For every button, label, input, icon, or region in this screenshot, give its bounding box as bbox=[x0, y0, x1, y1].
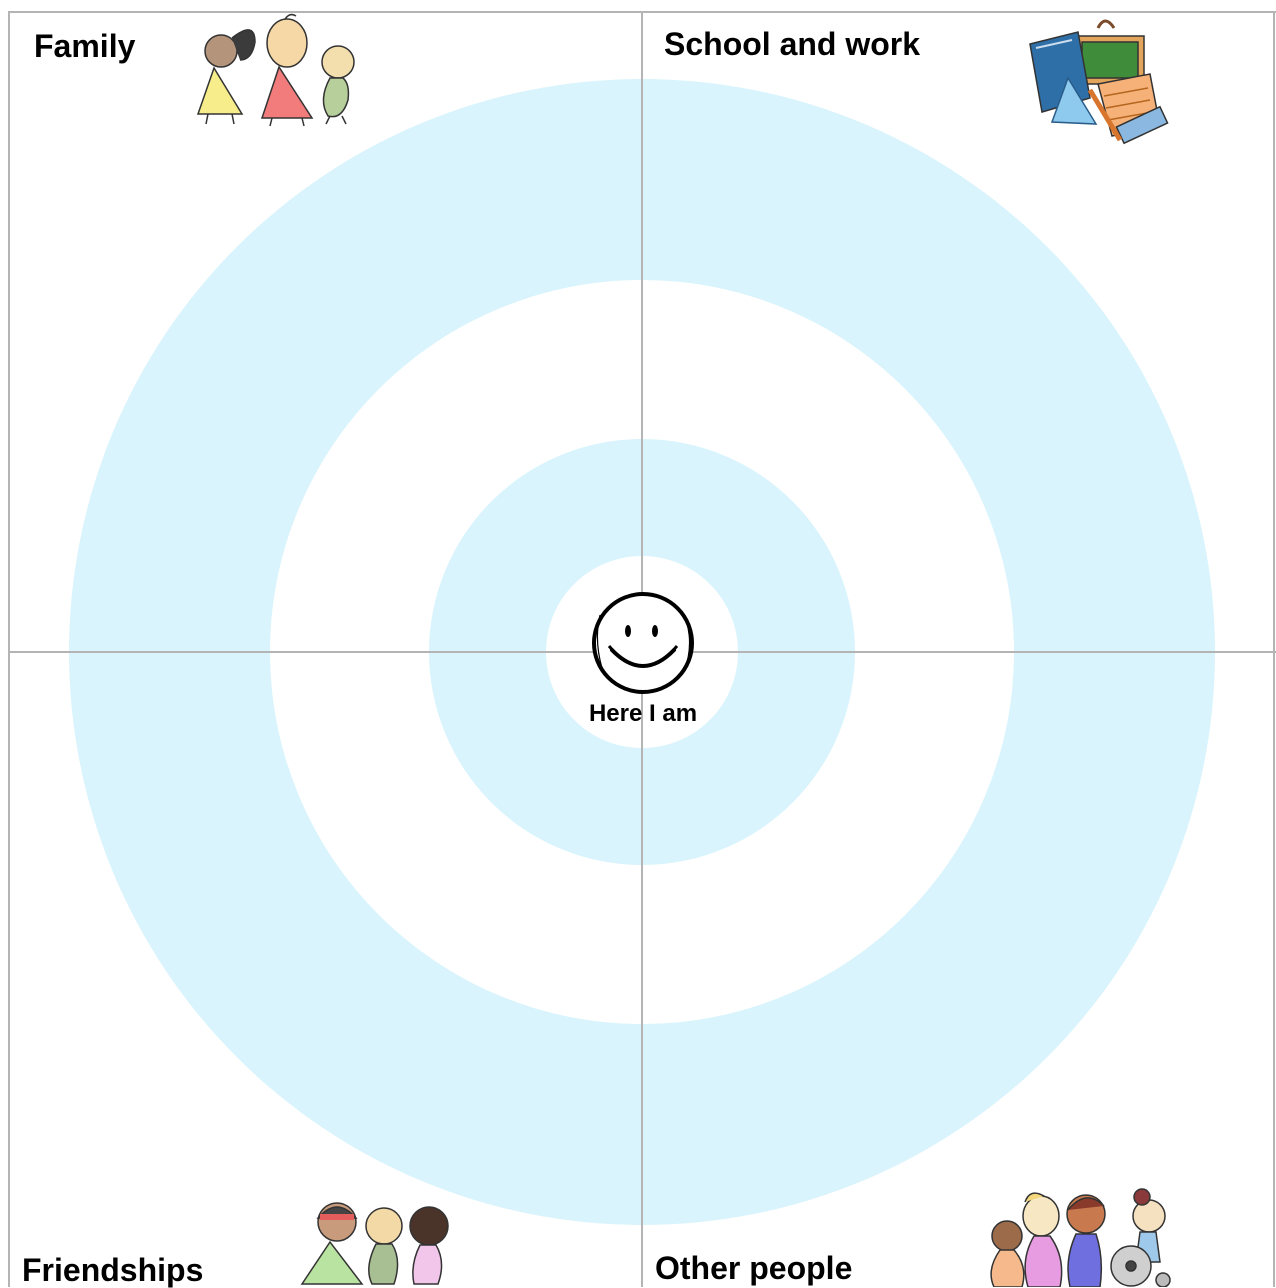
people-group-doodle-icon bbox=[990, 1188, 1171, 1287]
quadrant-label-family: Family bbox=[34, 28, 136, 64]
friends-doodle-icon bbox=[300, 1202, 449, 1285]
center-label: Here I am bbox=[588, 700, 698, 727]
quadrant-label-school-and-work: School and work bbox=[664, 26, 921, 62]
smiley-face-icon bbox=[592, 592, 694, 694]
quadrant-label-friendships: Friendships bbox=[22, 1252, 204, 1288]
quadrant-label-other-people: Other people bbox=[655, 1250, 853, 1286]
family-doodle-icon bbox=[196, 13, 355, 127]
school-supplies-icon bbox=[1029, 19, 1169, 145]
